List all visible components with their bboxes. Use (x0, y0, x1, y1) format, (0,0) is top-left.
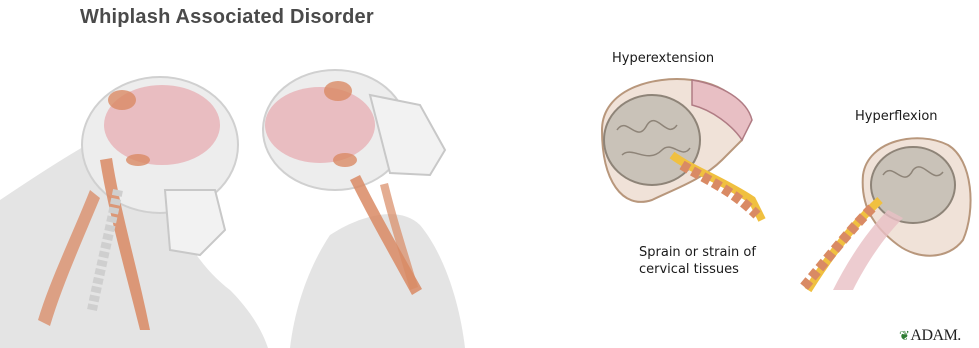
sprain-caption-line2: cervical tissues (639, 261, 756, 278)
brain-injury-spot-right (324, 81, 352, 101)
hyperextension-label: Hyperextension (612, 50, 714, 67)
brain-stem-spot-left (126, 154, 150, 166)
brain-section (871, 147, 955, 223)
backward-head-illustration (250, 55, 470, 348)
body-silhouette (290, 214, 465, 348)
neck-tissue (833, 210, 903, 290)
adam-logo-text: ADAM. (910, 327, 960, 344)
hyperflexion-label: Hyperflexion (855, 108, 938, 125)
sprain-caption-line1: Sprain or strain of (639, 244, 756, 261)
vertebrae (682, 165, 757, 215)
brain-right (265, 87, 375, 163)
hyperextension-illustration (592, 70, 782, 235)
hyperflexion-illustration (798, 130, 976, 295)
adam-logo: ❦ADAM. (899, 327, 961, 345)
forward-head-illustration (0, 40, 270, 348)
diagram-title: Whiplash Associated Disorder (80, 6, 374, 29)
brain-stem-spot-right (333, 153, 357, 167)
skull-face (165, 190, 225, 255)
brain-injury-spot-left (108, 90, 136, 110)
sprain-caption: Sprain or strain of cervical tissues (639, 244, 756, 278)
leaf-icon: ❦ (899, 328, 909, 343)
